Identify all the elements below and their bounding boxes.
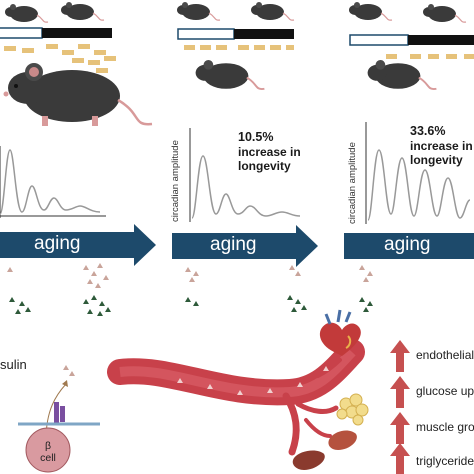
effect-label-glucose: glucose up: [416, 384, 474, 398]
hormone-cluster: [359, 265, 373, 312]
mouse-medium-icon: [194, 59, 266, 91]
light-phase-bar: [349, 34, 409, 46]
amplitude-plot: [365, 122, 471, 224]
food-pellets-icon: [386, 54, 474, 59]
longevity-note: increase in longevity: [238, 145, 301, 174]
mouse-small-icon: [4, 3, 49, 23]
mouse-large-icon: [2, 61, 154, 128]
hormone-cluster: [7, 263, 111, 316]
effect-label-muscle: muscle gro: [416, 420, 474, 434]
mouse-small-icon: [422, 3, 467, 23]
mouse-small-icon: [250, 1, 295, 21]
panel-3: [344, 1, 474, 312]
panel-2: [172, 1, 318, 312]
effect-label-endothelial: endothelial: [416, 348, 474, 362]
food-pellets-icon: [4, 44, 116, 73]
longevity-note: increase in longevity: [410, 139, 473, 168]
dark-phase-bar: [408, 35, 474, 45]
adipose-tissue-icon: [336, 393, 369, 426]
aging-label: aging: [34, 233, 81, 254]
longevity-percent: 33.6%: [410, 124, 446, 138]
aging-arrow: [0, 224, 156, 266]
muscle-icon: [328, 430, 357, 450]
panel-1: [0, 1, 156, 316]
effect-label-triglyceride: triglyceride: [416, 454, 474, 468]
aging-label: aging: [210, 234, 257, 255]
mouse-small-icon: [60, 1, 105, 21]
mouse-small-icon: [348, 1, 393, 21]
beta-cell-label: β cell: [40, 440, 56, 465]
aging-label: aging: [384, 234, 431, 255]
longevity-percent: 10.5%: [238, 130, 274, 144]
amplitude-plot: [189, 128, 301, 222]
beta-cell-icon: [18, 402, 100, 473]
dark-phase-bar: [234, 29, 294, 39]
amplitude-axis-label: circadian amplitude: [170, 140, 181, 222]
aging-arrow: [172, 225, 318, 267]
hormone-cluster: [185, 265, 307, 312]
food-pellets-icon: [184, 45, 294, 50]
aging-arrow: [344, 233, 474, 259]
mouse-medium-icon: [366, 59, 438, 91]
insulin-label: sulin: [0, 357, 27, 372]
light-phase-bar: [0, 27, 43, 39]
heart-icon: [319, 309, 361, 356]
mouse-small-icon: [176, 1, 221, 21]
blood-vessel: [107, 339, 365, 456]
amplitude-axis-label: circadian amplitude: [347, 142, 358, 224]
liver-icon: [292, 450, 325, 470]
light-phase-bar: [177, 28, 235, 40]
effect-arrows: [390, 340, 410, 474]
dark-phase-bar: [42, 28, 112, 38]
amplitude-plot: [0, 146, 106, 218]
